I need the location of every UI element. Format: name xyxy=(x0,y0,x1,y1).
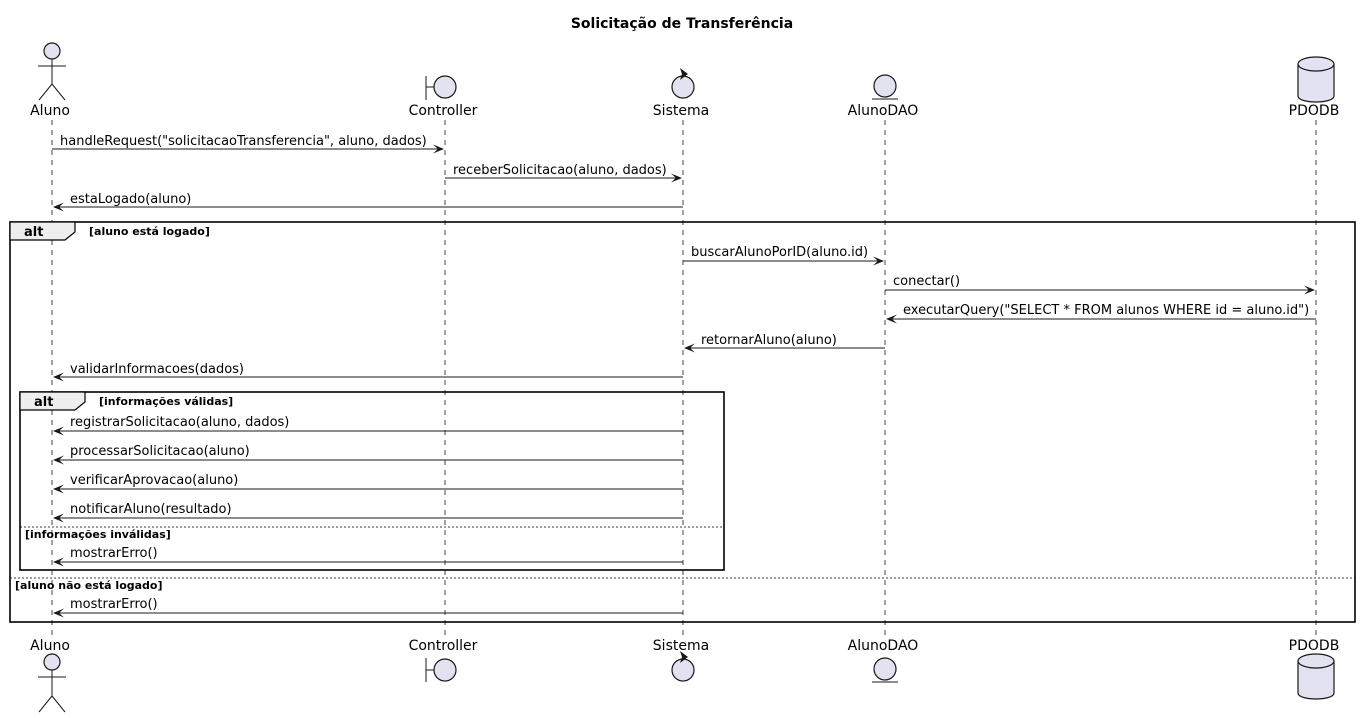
database-icon xyxy=(1297,653,1335,700)
message-arrowhead xyxy=(53,557,64,567)
control-icon xyxy=(671,68,695,99)
message-label: handleRequest("solicitacaoTransferencia"… xyxy=(60,134,427,149)
actor-icon xyxy=(38,42,66,101)
message-label: conectar() xyxy=(893,274,960,289)
boundary-icon xyxy=(425,658,457,682)
fragment-operator: alt xyxy=(24,225,43,240)
message-label: notificarAluno(resultado) xyxy=(70,502,232,517)
participant-label-controller: Controller xyxy=(409,103,478,119)
message-label: retornarAluno(aluno) xyxy=(701,333,837,348)
message-label: receberSolicitacao(aluno, dados) xyxy=(453,163,667,178)
message-arrowhead xyxy=(1304,285,1315,295)
entity-icon xyxy=(872,657,898,683)
participant-label-alunodao: AlunoDAO xyxy=(848,103,919,119)
message-arrowhead xyxy=(53,372,64,382)
participant-label-controller: Controller xyxy=(409,638,478,654)
fragment-tab xyxy=(9,221,76,241)
message-arrowhead xyxy=(53,202,64,212)
fragment-else-guard: [aluno não está logado] xyxy=(15,579,163,592)
participant-label-aluno: Aluno xyxy=(30,103,70,119)
message-arrowhead xyxy=(886,314,897,324)
message-label: mostrarErro() xyxy=(70,597,158,612)
message-arrows xyxy=(52,144,1316,618)
message-label: mostrarErro() xyxy=(70,546,158,561)
entity-icon xyxy=(872,74,898,100)
alt-fragment-outer: alt [aluno está logado] [aluno não está … xyxy=(9,221,1356,623)
participant-label-alunodao: AlunoDAO xyxy=(848,638,919,654)
message-arrowhead xyxy=(53,484,64,494)
message-arrowhead xyxy=(873,256,884,266)
message-arrowhead xyxy=(684,343,695,353)
message-label: registrarSolicitacao(aluno, dados) xyxy=(70,415,289,430)
message-label: buscarAlunoPorID(aluno.id) xyxy=(691,245,868,260)
lifelines xyxy=(51,120,1317,636)
message-label: processarSolicitacao(aluno) xyxy=(70,444,250,459)
diagram-title: Solicitação de Transferência xyxy=(571,16,793,32)
message-arrowhead xyxy=(53,608,64,618)
participant-label-aluno: Aluno xyxy=(30,638,70,654)
fragment-operator: alt xyxy=(34,395,53,410)
fragment-else-guard: [informações inválidas] xyxy=(25,528,171,541)
fragment-guard: [informações válidas] xyxy=(99,395,233,408)
boundary-icon xyxy=(425,75,457,100)
message-arrowhead xyxy=(53,426,64,436)
message-label: executarQuery("SELECT * FROM alunos WHER… xyxy=(903,303,1309,318)
message-arrowhead xyxy=(433,144,444,154)
message-arrowhead xyxy=(53,513,64,523)
message-label: validarInformacoes(dados) xyxy=(70,362,244,377)
actor-icon xyxy=(38,653,66,713)
participant-label-sistema: Sistema xyxy=(653,103,709,119)
message-label: estaLogado(aluno) xyxy=(70,192,191,207)
database-icon xyxy=(1297,56,1335,103)
fragment-tab xyxy=(19,391,86,411)
control-icon xyxy=(671,651,695,682)
message-labels: handleRequest("solicitacaoTransferencia"… xyxy=(60,134,1309,612)
participant-label-pdodb: PDODB xyxy=(1289,103,1340,119)
fragment-guard: [aluno está logado] xyxy=(89,225,210,238)
message-label: verificarAprovacao(aluno) xyxy=(70,473,238,488)
message-arrowhead xyxy=(53,455,64,465)
participant-heads-top: Aluno Controller Sistema AlunoDAO PDODB xyxy=(30,42,1340,119)
participant-label-sistema: Sistema xyxy=(653,638,709,654)
message-arrowhead xyxy=(671,173,682,183)
participant-heads-bottom: Aluno Controller Sistema AlunoDAO PDODB xyxy=(30,638,1340,713)
alt-fragment-inner: alt [informações válidas] [informações i… xyxy=(19,391,725,571)
participant-label-pdodb: PDODB xyxy=(1289,638,1340,654)
